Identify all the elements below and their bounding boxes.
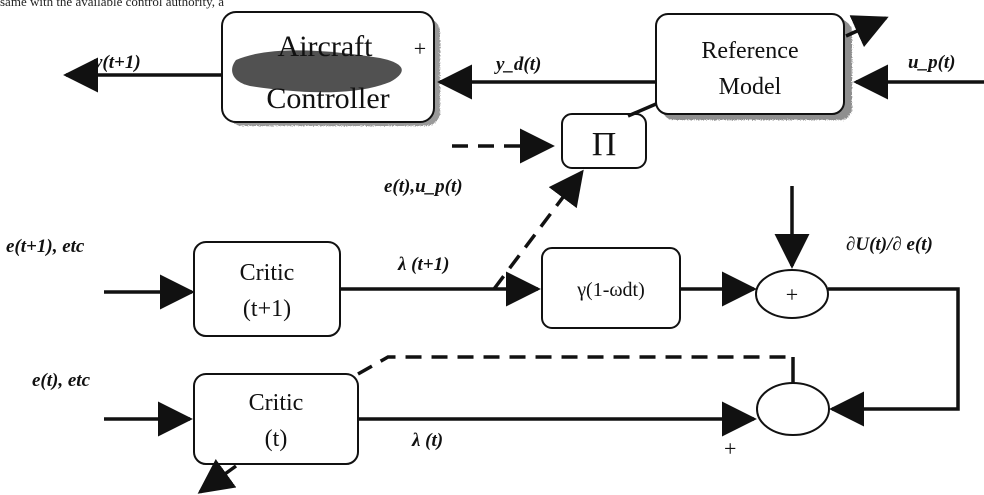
model-label: Model [719, 74, 782, 100]
connections [63, 15, 984, 494]
reference-model-box [655, 13, 845, 115]
pi-symbol: Π [592, 126, 617, 163]
sum-top-plus: + [786, 282, 798, 307]
aircraft-plus-label: + [414, 36, 426, 61]
signal-e-up: e(t),u_p(t) [384, 176, 463, 197]
signal-plus-bottom: + [724, 436, 736, 461]
dashed-connections [357, 128, 793, 376]
aircraft-controller-block: Aircraft Controller + [221, 11, 440, 126]
sum-junction-top: + [755, 269, 829, 319]
aircraft-label: Aircraft [278, 30, 374, 63]
pi-block: Π [561, 113, 647, 169]
signal-y-next: y(t+1) [92, 52, 141, 73]
arrow-sum-top-to-bottom [828, 287, 960, 427]
critic-now-time: (t) [265, 426, 288, 452]
reference-model-block: Reference Model [655, 13, 852, 120]
signal-lambda-now: λ (t) [411, 430, 443, 451]
sum-bottom-circle [756, 382, 830, 436]
reference-label: Reference [701, 38, 798, 64]
critic-next-label: Critic [240, 260, 295, 286]
critic-next-block: Critic (t+1) [193, 241, 341, 337]
signal-yd: y_d(t) [494, 54, 541, 75]
signal-lambda-next: λ (t+1) [397, 254, 449, 275]
signal-e-now: e(t), etc [32, 370, 91, 391]
critic-next-time: (t+1) [243, 296, 291, 322]
signal-dU: ∂U(t)/∂ e(t) [846, 234, 933, 255]
caption-text: same with the available control authorit… [0, 0, 225, 9]
pi-box [561, 113, 647, 169]
line-ref-to-pi [627, 102, 657, 118]
signal-e-next: e(t+1), etc [6, 236, 85, 257]
gamma-label: γ(1-ωdt) [576, 279, 645, 301]
gamma-block: γ(1-ωdt) [541, 247, 681, 329]
signal-up: u_p(t) [908, 52, 956, 73]
critic-now-label: Critic [249, 390, 304, 416]
sum-junction-bottom [756, 382, 830, 436]
critic-now-block: Critic (t) [193, 373, 359, 465]
arrow-critic-now-output [197, 459, 238, 494]
controller-label: Controller [266, 82, 389, 115]
dashed-critic-to-sum [357, 355, 793, 376]
arrow-ref-out [845, 15, 889, 48]
aircraft-silhouette [232, 50, 402, 93]
